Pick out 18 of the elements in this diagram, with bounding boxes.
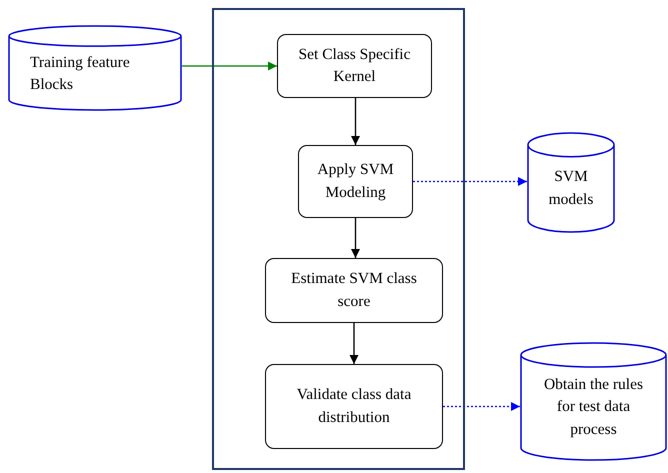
arrow	[443, 402, 520, 411]
group-frame	[212, 8, 465, 470]
arrow	[182, 62, 277, 70]
process-box	[277, 34, 432, 98]
arrow	[350, 323, 358, 364]
node-label: Validate class data distribution	[296, 385, 412, 428]
process-box	[298, 145, 413, 218]
node-label: Obtain the rules for test data process	[542, 374, 644, 440]
node-label: Set Class Specific Kernel	[298, 44, 412, 87]
process-box	[265, 258, 443, 323]
node-label: Training feature Blocks	[30, 52, 131, 95]
node-label: Apply SVM Modeling	[316, 160, 395, 202]
arrow	[351, 218, 360, 258]
arrow	[413, 177, 527, 186]
node-label: Estimate SVM class score	[290, 269, 418, 312]
node-label: SVM models	[548, 167, 594, 210]
process-box	[265, 364, 443, 449]
arrow	[351, 98, 360, 145]
